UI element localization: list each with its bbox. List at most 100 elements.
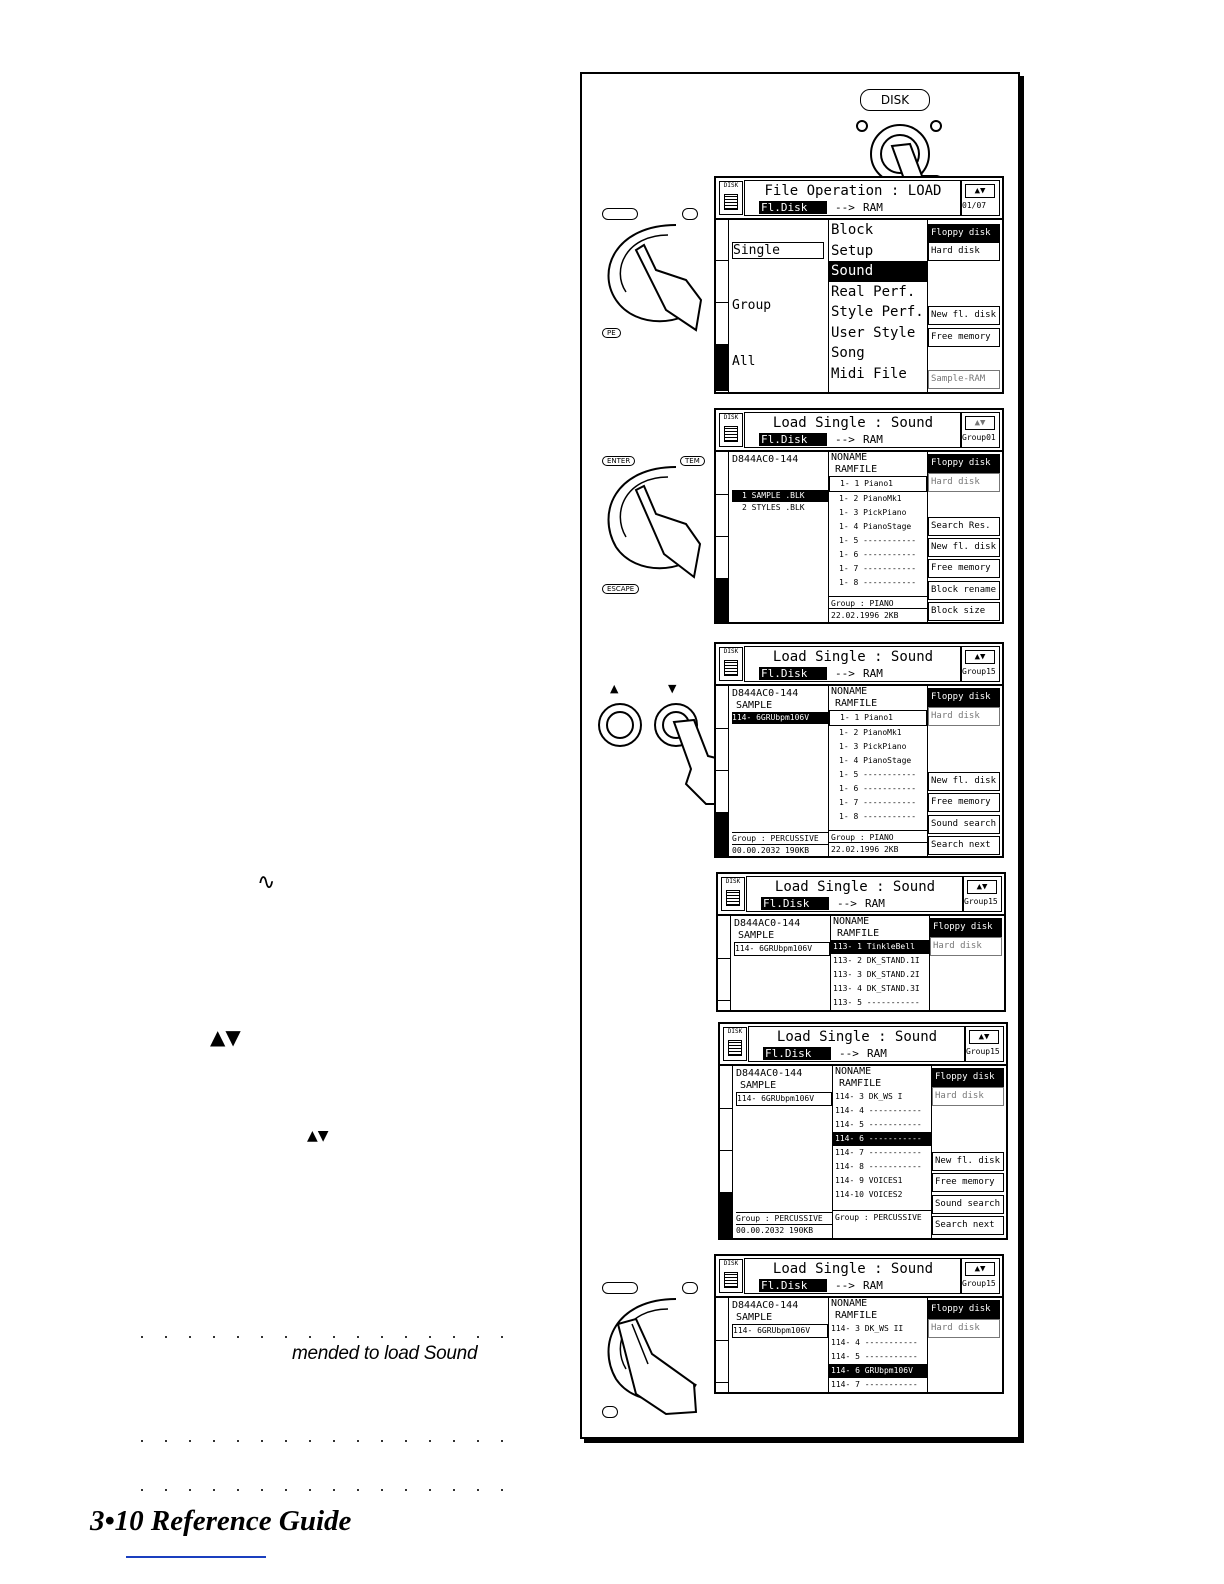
sound-item[interactable]: 114- 8 ----------- [835, 1162, 922, 1171]
group-arrows-icon[interactable]: ▲▼ [969, 1030, 999, 1044]
sound-item-selected[interactable]: 114- 6 GRUbpm106V [829, 1364, 927, 1378]
sound-item[interactable]: 113- 5 ----------- [833, 998, 920, 1007]
floppy-disk-button[interactable]: Floppy disk [928, 454, 1000, 473]
sound-item[interactable]: 114- 9 VOICES1 [835, 1176, 903, 1185]
list-item[interactable]: Midi File [831, 365, 907, 382]
search-next-button[interactable]: Search next [932, 1216, 1004, 1235]
sound-item[interactable]: 114-10 VOICES2 [835, 1190, 903, 1199]
sound-search-button[interactable]: Sound search [928, 815, 1000, 834]
sound-item[interactable]: 1- 7 ----------- [839, 798, 917, 807]
hard-disk-button[interactable]: Hard disk [928, 242, 1000, 261]
sound-item-selected[interactable]: 113- 1 TinkleBell [831, 940, 929, 954]
hard-disk-button[interactable]: Hard disk [928, 707, 1000, 726]
sound-item[interactable]: 1- 3 PickPiano [839, 742, 907, 751]
sound-item[interactable]: 1- 2 PianoMk1 [839, 728, 902, 737]
group-control[interactable]: ▲▼ Group15 [964, 1026, 1004, 1062]
free-memory-button[interactable]: Free memory [928, 793, 1000, 812]
floppy-disk-button[interactable]: Floppy disk [930, 918, 1002, 937]
group-control[interactable]: ▲▼ Group15 [960, 646, 1000, 682]
group-arrows-icon[interactable]: ▲▼ [965, 1262, 995, 1276]
group-control[interactable]: ▲▼ Group15 [960, 1258, 1000, 1294]
list-item[interactable]: Block [831, 222, 874, 238]
list-item[interactable]: User Style [831, 324, 916, 341]
page-arrows-icon[interactable]: ▲▼ [965, 184, 995, 198]
file-row-selected[interactable]: 114- 6GRUbpm106V [734, 942, 830, 956]
sound-item[interactable]: 1- 2 PianoMk1 [839, 494, 902, 503]
sound-item[interactable]: 114- 4 ----------- [831, 1338, 918, 1347]
new-fl-disk-button[interactable]: New fl. disk [928, 306, 1000, 325]
screen-file-operation: DISK File Operation : LOAD Fl.Disk --> R… [714, 176, 1004, 394]
sound-item[interactable]: 1- 5 ----------- [839, 770, 917, 779]
hard-disk-button[interactable]: Hard disk [930, 937, 1002, 956]
sound-item[interactable]: 114- 3 DK_WS II [831, 1324, 904, 1333]
new-fl-disk-button[interactable]: New fl. disk [928, 538, 1000, 557]
group-control[interactable]: ▲▼ Group01 [960, 412, 1000, 448]
sound-item-selected[interactable]: 1- 1 Piano1 [829, 710, 927, 726]
floppy-disk-button[interactable]: Floppy disk [928, 688, 1000, 707]
file-row-selected[interactable]: 114- 6GRUbpm106V [732, 712, 828, 724]
file-row-selected[interactable]: 114- 6GRUbpm106V [736, 1092, 832, 1106]
list-item-selected[interactable]: Sound [829, 261, 927, 282]
floppy-disk-button[interactable]: Floppy disk [932, 1068, 1004, 1087]
search-res-button[interactable]: Search Res. [928, 517, 1000, 536]
sound-search-button[interactable]: Sound search [932, 1195, 1004, 1214]
sound-item[interactable]: 114- 7 ----------- [831, 1380, 918, 1389]
mode-group[interactable]: Group [732, 298, 772, 313]
sound-item[interactable]: 114- 5 ----------- [831, 1352, 918, 1361]
file-row[interactable]: 2 STYLES .BLK [742, 503, 805, 512]
hard-disk-button[interactable]: Hard disk [928, 1319, 1000, 1338]
bottom-button-3[interactable] [602, 1406, 618, 1418]
list-item[interactable]: Setup [831, 242, 874, 259]
left-button-top-3[interactable] [602, 1282, 638, 1294]
list-item[interactable]: Real Perf. [831, 283, 916, 300]
search-next-button[interactable]: Search next [928, 836, 1000, 855]
new-fl-disk-button[interactable]: New fl. disk [928, 772, 1000, 791]
block-size-button[interactable]: Block size [928, 602, 1000, 621]
sound-item[interactable]: 1- 5 ----------- [839, 536, 917, 545]
sound-item[interactable]: 114- 5 ----------- [835, 1120, 922, 1129]
right-button-top-1[interactable] [682, 208, 698, 220]
free-memory-button[interactable]: Free memory [928, 328, 1000, 347]
sound-item[interactable]: 1- 6 ----------- [839, 784, 917, 793]
file-row-selected[interactable]: 114- 6GRUbpm106V [732, 1324, 828, 1338]
sound-item[interactable]: 1- 3 PickPiano [839, 508, 907, 517]
sound-item[interactable]: 114- 7 ----------- [835, 1148, 922, 1157]
right-button-top-3[interactable] [682, 1282, 698, 1294]
page-control[interactable]: ▲▼ 01/07 [960, 180, 1000, 216]
hard-disk-button[interactable]: Hard disk [928, 473, 1000, 492]
mode-all[interactable]: All [732, 354, 756, 369]
floppy-disk-button[interactable]: Floppy disk [928, 224, 1000, 243]
sound-item[interactable]: 113- 2 DK_STAND.1I [833, 956, 920, 965]
new-fl-disk-button[interactable]: New fl. disk [932, 1152, 1004, 1171]
hard-disk-button[interactable]: Hard disk [932, 1087, 1004, 1106]
group-arrows-icon[interactable]: ▲▼ [967, 880, 997, 894]
sound-item-selected[interactable]: 114- 6 ----------- [833, 1132, 931, 1146]
disk-button[interactable]: DISK [860, 89, 930, 111]
sound-item[interactable]: 1- 8 ----------- [839, 578, 917, 587]
group-arrows-icon[interactable]: ▲▼ [965, 650, 995, 664]
sound-item[interactable]: 1- 8 ----------- [839, 812, 917, 821]
sound-item[interactable]: 1- 7 ----------- [839, 564, 917, 573]
sound-item[interactable]: 1- 4 PianoStage [839, 522, 912, 531]
left-button-top-1[interactable] [602, 208, 638, 220]
group-arrows-icon[interactable]: ▲▼ [965, 416, 995, 430]
sound-item-selected[interactable]: 1- 1 Piano1 [829, 476, 927, 492]
sound-item[interactable]: 1- 6 ----------- [839, 550, 917, 559]
sound-item[interactable]: 113- 4 DK_STAND.3I [833, 984, 920, 993]
up-down-arrows-small-icon: ▲▼ [307, 1128, 329, 1144]
sound-item[interactable]: 114- 4 ----------- [835, 1106, 922, 1115]
block-rename-button[interactable]: Block rename [928, 581, 1000, 600]
sample-ram-button[interactable]: Sample-RAM [928, 370, 1000, 389]
floppy-disk-button[interactable]: Floppy disk [928, 1300, 1000, 1319]
group-control[interactable]: ▲▼ Group15 [962, 876, 1002, 912]
mode-single[interactable]: Single [732, 242, 824, 259]
sound-item[interactable]: 114- 3 DK_WS I [835, 1092, 903, 1101]
free-memory-button[interactable]: Free memory [928, 559, 1000, 578]
sound-item[interactable]: 1- 4 PianoStage [839, 756, 912, 765]
list-item[interactable]: Song [831, 345, 865, 361]
list-item[interactable]: Style Perf. [831, 304, 924, 320]
up-button[interactable] [598, 703, 642, 747]
sound-item[interactable]: 113- 3 DK_STAND.2I [833, 970, 920, 979]
free-memory-button[interactable]: Free memory [932, 1173, 1004, 1192]
file-row-selected[interactable]: 1 SAMPLE .BLK [732, 490, 828, 502]
